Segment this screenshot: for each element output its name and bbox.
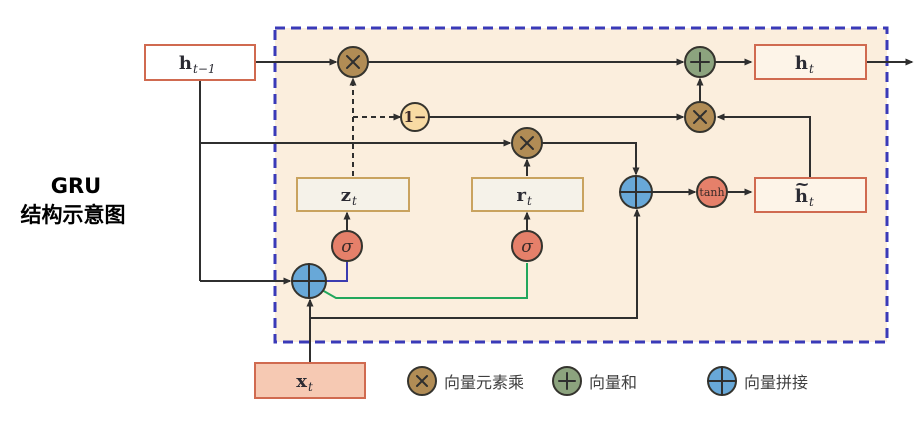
h-tilde-accent: ~	[794, 174, 809, 195]
x-t-sub: t	[308, 380, 313, 394]
multiply-icon	[520, 136, 534, 150]
legend-multiply-label: 向量元素乘	[444, 373, 524, 392]
figure-title-line2: 结构示意图	[21, 203, 126, 227]
sigma-z-label: σ	[341, 237, 353, 257]
z-t-label: z	[341, 185, 351, 206]
sigma-r-node	[511, 230, 543, 262]
h-tilde-box	[754, 177, 867, 213]
x-t-label: x	[296, 371, 307, 392]
multiply-icon	[693, 110, 707, 124]
tanh-label: tanh	[699, 186, 724, 199]
h-prev-box	[144, 44, 256, 81]
sigma-z-node	[331, 230, 363, 262]
h-tilde-label: h	[795, 186, 808, 207]
h-t-label: h	[795, 53, 808, 74]
concat-icon	[619, 175, 653, 209]
tanh-node	[696, 176, 728, 208]
r-t-box	[471, 177, 584, 212]
multiply-icon	[346, 55, 360, 69]
wire-xt-to-concat2	[310, 208, 641, 319]
z-t-box	[296, 177, 410, 212]
add-icon	[558, 372, 576, 390]
one-minus-label: 1−	[403, 108, 426, 126]
h-tilde-sub: t	[809, 195, 814, 209]
r-t-label: r	[517, 185, 527, 206]
h-t-box	[754, 44, 867, 80]
r-t-sub: t	[527, 194, 532, 208]
legend-concat-label: 向量拼接	[744, 373, 808, 392]
wire-htilde-to-multiply2	[716, 113, 811, 178]
legend: 向量元素乘 向量和 向量拼接	[407, 366, 808, 396]
wire-concat1-to-sigmar-green	[321, 263, 528, 299]
x-t-box	[254, 362, 366, 399]
sigma-r-label: σ	[521, 237, 533, 257]
wire-multiply3-to-concat2	[542, 142, 640, 176]
one-minus-node	[400, 102, 430, 132]
add-icon	[690, 52, 710, 72]
h-prev-label: h	[179, 53, 192, 74]
wire-concat1-to-sigmaz-blue	[326, 262, 348, 282]
concat-icon	[291, 263, 327, 299]
h-t-sub: t	[809, 62, 814, 76]
h-prev-sub: t−1	[193, 62, 216, 76]
figure-title-line1: GRU	[51, 174, 101, 198]
concat-icon	[707, 366, 737, 396]
multiply-icon	[416, 375, 428, 387]
z-t-sub: t	[352, 194, 357, 208]
legend-add-label: 向量和	[589, 373, 637, 392]
